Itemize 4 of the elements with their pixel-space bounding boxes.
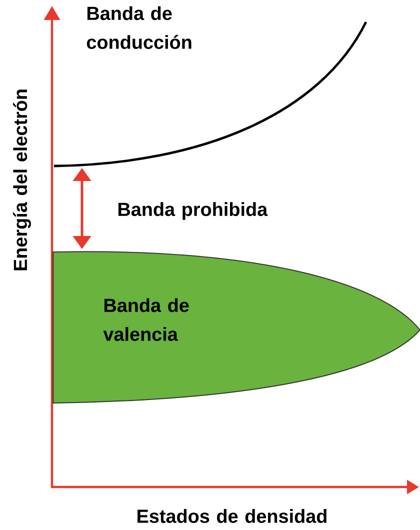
axis-title: Estados de densidad: [138, 509, 326, 523]
band-label: Banda de conducción: [86, 6, 192, 49]
axis-title: Energía del electrón: [13, 90, 31, 270]
gap-label: Banda prohibida: [118, 202, 268, 220]
